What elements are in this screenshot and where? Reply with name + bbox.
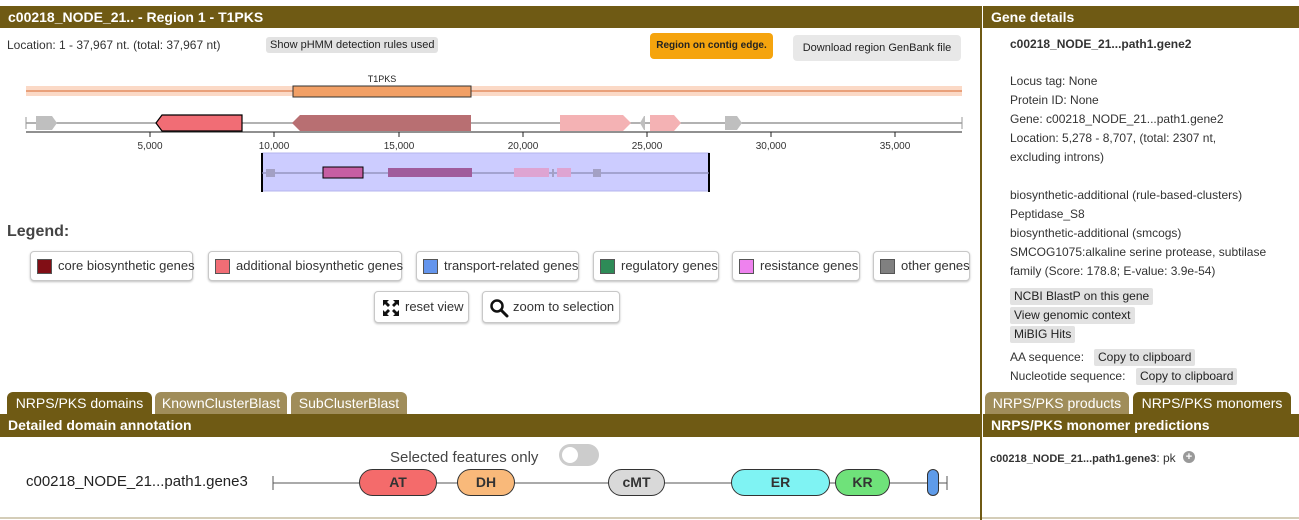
domain-annotation-header: Detailed domain annotation — [0, 414, 980, 437]
reset-view-label: reset view — [405, 299, 464, 314]
ncbi-blastp-button[interactable]: NCBI BlastP on this gene — [1010, 288, 1154, 305]
domain-dh[interactable]: DH — [457, 469, 515, 496]
gene-location-cont: excluding introns) — [1010, 150, 1105, 164]
selection-gene-1[interactable] — [266, 169, 275, 177]
copy-aa-button[interactable]: Copy to clipboard — [1094, 349, 1196, 366]
axis-tick-label: 35,000 — [880, 141, 911, 152]
legend-regulatory[interactable]: regulatory genes — [593, 251, 719, 281]
selection-gene-6[interactable] — [557, 168, 571, 177]
zoom-to-selection-label: zoom to selection — [513, 299, 615, 314]
legend-swatch — [880, 259, 895, 274]
legend-label: transport-related genes — [444, 258, 579, 273]
tab-nrps-pks-products[interactable]: NRPS/PKS products — [985, 392, 1129, 414]
legend-label: other genes — [901, 258, 970, 273]
axis-tick-label: 15,000 — [384, 141, 415, 152]
genomic-context-button[interactable]: View genomic context — [1010, 307, 1135, 324]
panel-divider — [980, 6, 982, 520]
tab-subclusterblast[interactable]: SubClusterBlast — [291, 392, 407, 414]
axis-tick-label: 30,000 — [756, 141, 787, 152]
gene-orf-6[interactable] — [650, 115, 681, 131]
copy-nt-button[interactable]: Copy to clipboard — [1136, 368, 1238, 385]
axis-tick-label: 20,000 — [508, 141, 539, 152]
region-location: Location: 1 - 37,967 nt. (total: 37,967 … — [7, 38, 221, 52]
show-rules-button[interactable]: Show pHMM detection rules used — [266, 37, 439, 53]
legend-title: Legend: — [7, 223, 70, 240]
gene-function-4: SMCOG1075:alkaline serine protease, subt… — [1010, 245, 1267, 259]
gene-orf-7[interactable] — [725, 116, 742, 130]
axis-ticks: 5,000 10,000 15,000 20,000 25,000 30,000… — [137, 132, 911, 152]
gene-orf-5[interactable] — [640, 116, 645, 130]
region-svg: T1PKS 5,000 10,000 15,000 20,000 25,000 … — [25, 74, 963, 192]
toggle-knob — [562, 447, 578, 463]
gene-id: Gene: c00218_NODE_21...path1.gene2 — [1010, 112, 1224, 126]
legend-swatch — [215, 259, 230, 274]
locus-tag: Locus tag: None — [1010, 74, 1098, 88]
gene-function-5: family (Score: 178.8; E-value: 3.9e-54) — [1010, 264, 1216, 278]
domain-gene-label[interactable]: c00218_NODE_21...path1.gene3 — [26, 473, 248, 490]
monomer-gene-name[interactable]: c00218_NODE_21...path1.gene3 — [990, 453, 1157, 465]
gene-location: Location: 5,278 - 8,707, (total: 2307 nt… — [1010, 131, 1217, 145]
gene-name: c00218_NODE_21...path1.gene2 — [1010, 37, 1192, 51]
tab-nrps-pks-domains[interactable]: NRPS/PKS domains — [7, 392, 152, 414]
selection-gene-5[interactable] — [552, 169, 554, 177]
gene-function-3: biosynthetic-additional (smcogs) — [1010, 226, 1182, 240]
gene-orf-4[interactable] — [560, 115, 631, 131]
selection-gene-4[interactable] — [514, 168, 549, 177]
gene-orf-3[interactable] — [292, 115, 471, 131]
legend-label: additional biosynthetic genes — [236, 258, 403, 273]
axis-tick-label: 25,000 — [632, 141, 663, 152]
domain-acp[interactable] — [927, 469, 939, 496]
monomer-prediction-value: pk — [1162, 451, 1176, 465]
selection-gene-3[interactable] — [388, 168, 472, 177]
region-header: c00218_NODE_21.. - Region 1 - T1PKS — [0, 6, 980, 28]
legend-swatch — [37, 259, 52, 274]
domain-kr[interactable]: KR — [835, 469, 890, 496]
zoom-to-selection-button[interactable]: zoom to selection — [482, 291, 620, 323]
legend-swatch — [600, 259, 615, 274]
legend-label: resistance genes — [760, 258, 859, 273]
legend-label: core biosynthetic genes — [58, 258, 195, 273]
nt-sequence-label: Nucleotide sequence: — [1010, 369, 1126, 383]
legend-core-biosynthetic[interactable]: core biosynthetic genes — [30, 251, 195, 281]
tab-nrps-pks-monomers[interactable]: NRPS/PKS monomers — [1133, 392, 1291, 414]
selection-gene-7[interactable] — [593, 169, 601, 177]
selected-features-label: Selected features only — [390, 449, 539, 466]
bottom-border — [0, 517, 1299, 519]
protein-id: Protein ID: None — [1010, 93, 1099, 107]
legend-swatch — [739, 259, 754, 274]
download-genbank-button[interactable]: Download region GenBank file — [793, 35, 961, 61]
legend-additional-biosynthetic[interactable]: additional biosynthetic genes — [208, 251, 403, 281]
gene-function-1: biosynthetic-additional (rule-based-clus… — [1010, 188, 1243, 202]
selected-features-toggle[interactable] — [559, 444, 599, 466]
selection-gene-2[interactable] — [322, 166, 364, 179]
reset-view-button[interactable]: reset view — [374, 291, 469, 323]
monomer-prediction-row: c00218_NODE_21...path1.gene3: pk + — [990, 451, 1196, 465]
legend-label: regulatory genes — [621, 258, 718, 273]
axis-tick-label: 10,000 — [259, 141, 290, 152]
legend-transport-related[interactable]: transport-related genes — [416, 251, 579, 281]
protocluster-t1pks[interactable] — [292, 85, 472, 98]
domain-at[interactable]: AT — [359, 469, 437, 496]
monomer-colon: : — [1156, 451, 1163, 465]
expand-arrows-icon — [383, 300, 399, 316]
gene-orf-2[interactable] — [155, 114, 243, 132]
domain-cmt[interactable]: cMT — [608, 469, 665, 496]
aa-sequence-label: AA sequence: — [1010, 350, 1085, 364]
protocluster-label: T1PKS — [368, 74, 397, 84]
expand-plus-icon[interactable]: + — [1183, 451, 1196, 463]
domain-er[interactable]: ER — [731, 469, 830, 496]
magnifier-icon — [490, 299, 509, 318]
legend-resistance[interactable]: resistance genes — [732, 251, 860, 281]
tab-knownclusterblast[interactable]: KnownClusterBlast — [155, 392, 287, 414]
region-on-contig-edge-badge[interactable]: Region on contig edge. — [650, 33, 773, 59]
gene-function-2: Peptidase_S8 — [1010, 207, 1085, 221]
axis-tick-label: 5,000 — [137, 141, 162, 152]
legend-other[interactable]: other genes — [873, 251, 970, 281]
legend-swatch — [423, 259, 438, 274]
gene-orf-1[interactable] — [36, 116, 57, 130]
gene-details-header: Gene details — [983, 6, 1299, 28]
monomer-predictions-header: NRPS/PKS monomer predictions — [983, 414, 1299, 437]
mibig-hits-button[interactable]: MiBIG Hits — [1010, 326, 1076, 343]
